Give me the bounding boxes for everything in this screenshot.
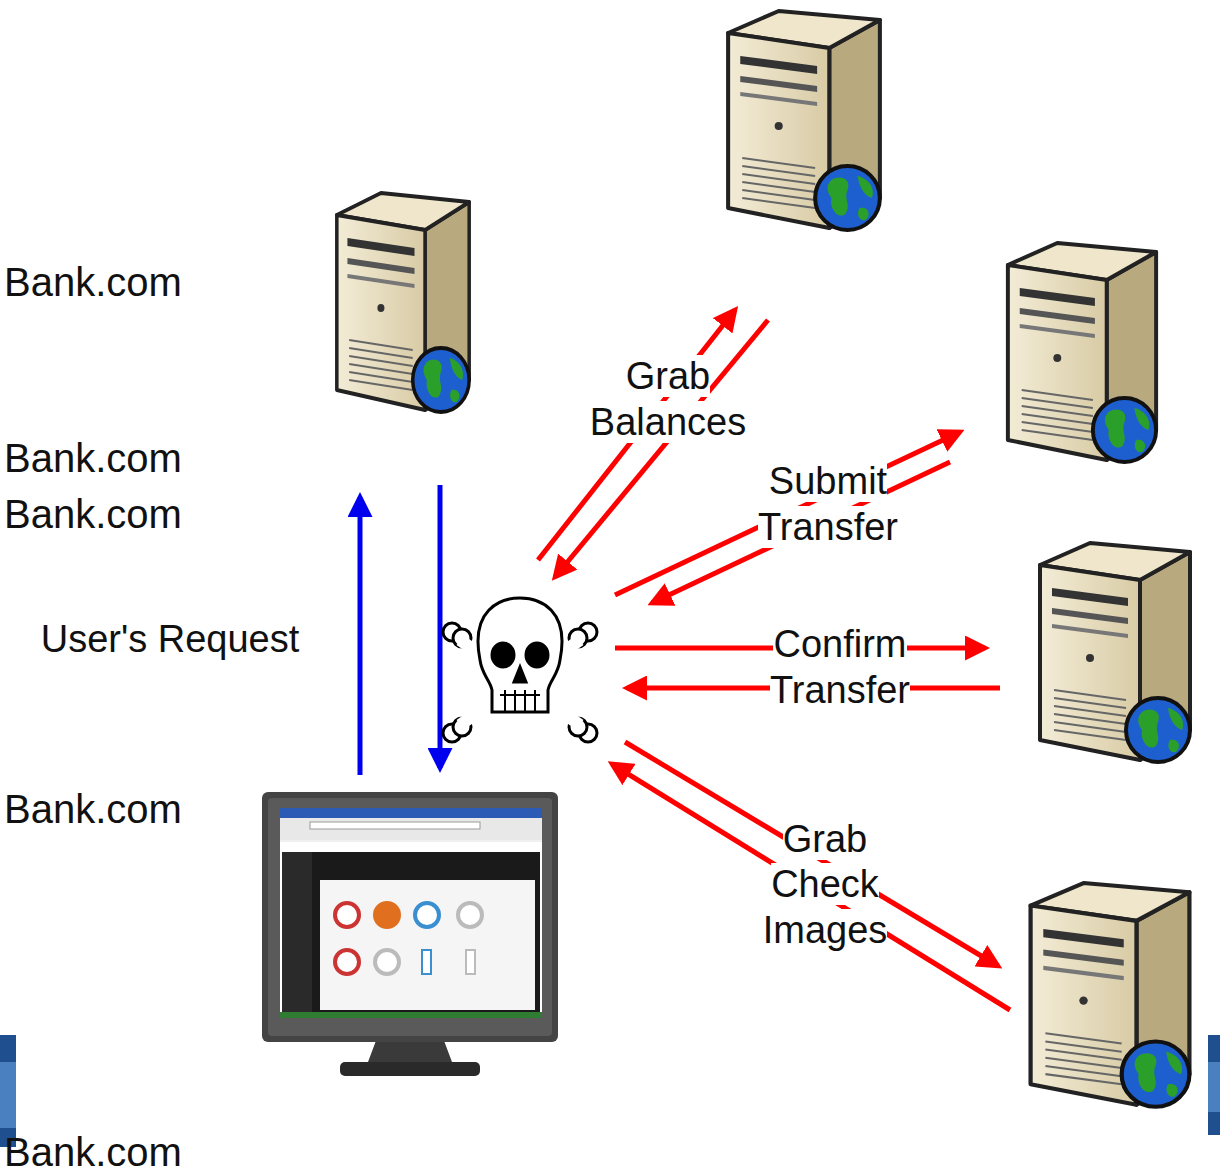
arrow-label: Grab Balances: [568, 354, 768, 445]
server-node: [1020, 880, 1200, 1115]
server-node: [998, 240, 1166, 470]
arrow-label: Confirm Transfer: [745, 622, 935, 713]
server-label: Bank.com: [4, 1130, 182, 1175]
server-node: [718, 8, 890, 238]
server-icon: [718, 8, 890, 238]
monitor-icon: [262, 792, 558, 1076]
server-icon: [328, 190, 478, 420]
skull-icon: [443, 598, 597, 742]
server-label: Bank.com: [4, 436, 182, 481]
arrow-label: Submit Transfer: [736, 459, 921, 550]
server-label: Bank.com: [4, 787, 182, 832]
server-node: [328, 190, 478, 420]
user-request-arrows: [360, 485, 440, 775]
attack-arrows: [538, 310, 1010, 1010]
server-label: Bank.com: [4, 260, 182, 305]
request-label: User's Request: [41, 617, 300, 663]
server-icon: [998, 240, 1166, 470]
server-label: Bank.com: [4, 492, 182, 537]
server-icon: [1020, 880, 1200, 1115]
server-node: [1030, 540, 1200, 770]
arrow-label: Grab Check Images: [745, 817, 905, 954]
server-icon: [1030, 540, 1200, 770]
